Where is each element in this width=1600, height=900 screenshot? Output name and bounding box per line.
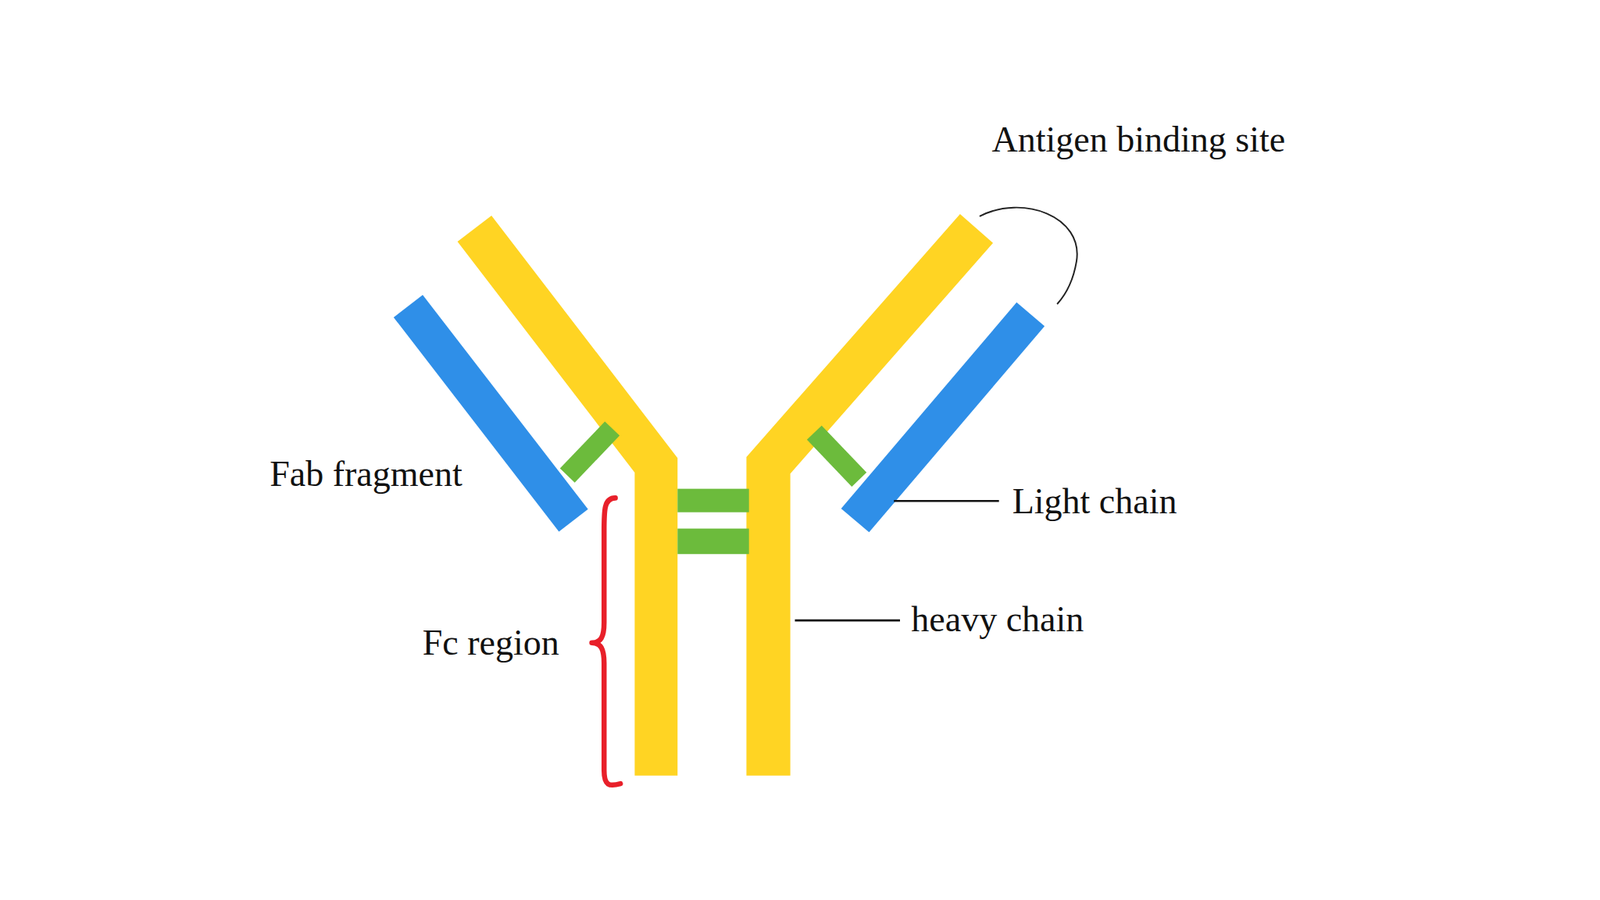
part-label: Light chain bbox=[1012, 482, 1178, 522]
leader-line bbox=[893, 500, 1000, 503]
part-label: heavy chain bbox=[910, 600, 1084, 640]
leader-line bbox=[794, 619, 900, 622]
part-label: Antigen binding site bbox=[992, 120, 1286, 161]
fc-bracket bbox=[592, 497, 622, 785]
disulfide-bond bbox=[677, 528, 749, 555]
light-chain-right bbox=[855, 314, 1032, 521]
binding-site-arc bbox=[979, 207, 1078, 305]
part-label: Fab fragment bbox=[269, 454, 463, 495]
disulfide-bond bbox=[567, 428, 612, 476]
disulfide-bond bbox=[677, 489, 749, 513]
disulfide-bond bbox=[814, 432, 859, 480]
part-label: Fc region bbox=[422, 623, 560, 664]
